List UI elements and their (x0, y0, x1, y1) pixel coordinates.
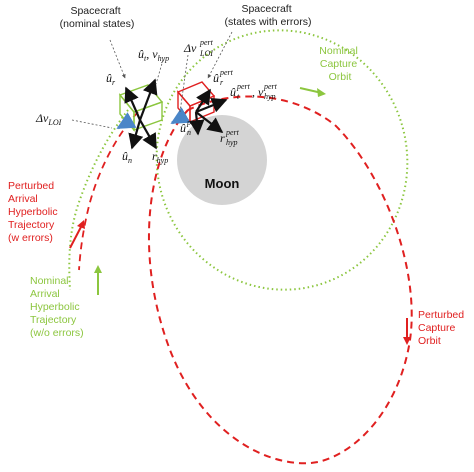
label-un: ûn (122, 149, 132, 165)
nominal-unit-vectors (124, 78, 158, 150)
ut-pert-vector (195, 97, 228, 114)
ur-vector (124, 86, 142, 121)
nominal-arrival-label: Nominal Arrival Hyperbolic Trajectory (w… (30, 275, 84, 339)
svg-text:ût, vhyp: ût, vhyp (138, 47, 169, 63)
r-hyp-pert-vector (195, 111, 224, 133)
svg-text:hyp: hyp (226, 138, 238, 147)
leader-dv-loi-pert (179, 54, 189, 113)
perturbed-arrival-label: Perturbed Arrival Hyperbolic Trajectory … (8, 180, 61, 244)
spacecraft-nominal-label: Spacecraft (nominal states) (60, 5, 135, 30)
label-ur: ûr (106, 71, 116, 87)
label-ut-pert-vhyp-pert: û pert t , v pert hyp (230, 82, 278, 101)
perturbed-capture-orbit-label: Perturbed Capture Orbit (418, 309, 467, 347)
svg-text:v: v (258, 85, 264, 99)
svg-text:û: û (230, 85, 236, 99)
svg-text:û: û (213, 71, 219, 85)
un-vector (128, 119, 144, 150)
svg-text:pert: pert (186, 118, 201, 127)
svg-text:pert: pert (219, 68, 234, 77)
svg-text:n: n (187, 128, 191, 137)
svg-text:hyp: hyp (264, 92, 276, 101)
dv-loi-pert-vector (170, 107, 191, 125)
label-un-pert: û pert n (180, 118, 201, 137)
svg-text:pert: pert (263, 82, 278, 91)
nominal-capture-orbit-label: Nominal Capture Orbit (319, 45, 360, 83)
leader-vhyp (155, 59, 164, 85)
leader-dv-loi (71, 119, 113, 129)
svg-text:pert: pert (236, 82, 251, 91)
nominal-capture-direction-arrow (299, 87, 326, 97)
un-pert-vector (189, 111, 205, 136)
svg-text:,: , (252, 85, 255, 99)
svg-text:Δv: Δv (183, 41, 197, 55)
leader-spacecraft-nominal (109, 39, 126, 79)
perturbed-capture-orbit (148, 95, 413, 465)
ut-vector (138, 78, 158, 121)
label-ur-pert: û pert r (213, 68, 234, 87)
perturbed-arrival-direction-arrow (69, 220, 85, 249)
moon-label: Moon (205, 176, 240, 191)
moon (177, 115, 267, 205)
r-hyp-vector (139, 119, 157, 150)
svg-text:û: û (180, 121, 186, 135)
label-r-hyp-pert: r pert hyp (220, 128, 240, 147)
svg-text:r: r (220, 131, 225, 145)
dv-loi-vector (116, 112, 137, 130)
svg-text:t: t (237, 92, 240, 101)
perturbed-unit-vectors (189, 88, 228, 136)
svg-text:LOI: LOI (199, 49, 213, 58)
label-ut-vhyp: ût, vhyp (138, 47, 169, 63)
nominal-arrival-trajectory (68, 109, 129, 291)
leader-spacecraft-errors (207, 31, 233, 79)
svg-text:pert: pert (199, 38, 214, 47)
perturbed-capture-direction-arrow (403, 318, 411, 345)
ur-pert-vector (195, 88, 211, 113)
nominal-capture-orbit (155, 29, 409, 291)
perturbed-arrival-trajectory (78, 111, 139, 271)
label-dv-loi: ΔvLOI (35, 111, 62, 127)
svg-text:r: r (220, 78, 224, 87)
spacecraft-errors-label: Spacecraft (states with errors) (225, 3, 312, 28)
label-dv-loi-pert: Δv pert LOI (183, 38, 214, 58)
svg-text:pert: pert (225, 128, 240, 137)
label-r-hyp: rhyp (152, 149, 168, 165)
nominal-arrival-direction-arrow (94, 265, 102, 295)
